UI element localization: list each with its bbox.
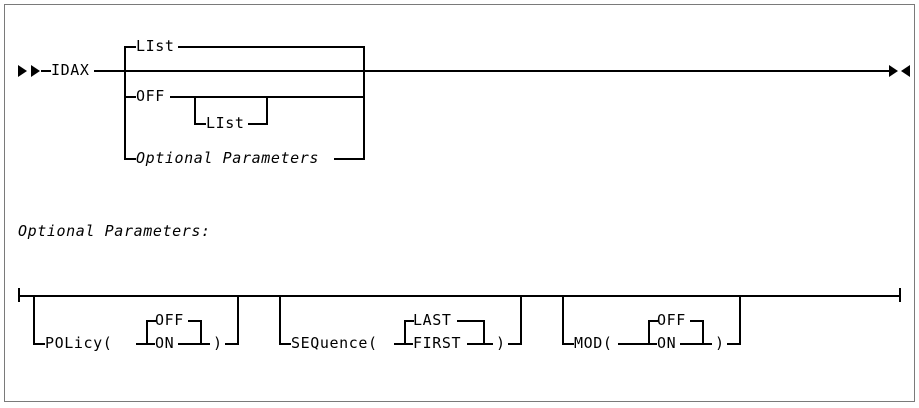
policy-inner-fork-left (146, 320, 148, 343)
fragment-main-line (18, 295, 901, 297)
mod-stub-right (727, 343, 741, 345)
mod-choice-on-label: ON (657, 334, 677, 352)
mod-fork-left-vertical (562, 295, 564, 343)
sequence-close-paren: ) (496, 334, 506, 352)
policy-inner-fork-right (200, 320, 202, 343)
command-keyword-idax: IDAX (51, 61, 90, 79)
mod-close-paren: ) (715, 334, 725, 352)
branch-label-sub-list: LIst (206, 114, 245, 132)
option-keyword-policy: POLicy( (45, 334, 113, 352)
left-fork-vertical (124, 46, 126, 158)
sublist-fork-left-vertical (194, 96, 196, 123)
mod-fork-right-vertical (739, 295, 741, 343)
branch-list-line-right (178, 46, 365, 48)
mod-inner-lead (618, 343, 640, 345)
sequence-inner-lead (394, 343, 406, 345)
sublist-stub-right (248, 123, 268, 125)
mod-choice-off-label: OFF (657, 311, 686, 329)
branch-off-stub-left (124, 96, 136, 98)
policy-choice-on-label: ON (155, 334, 175, 352)
sequence-inner-fork-right (483, 320, 485, 343)
mod-inner-fork-left (648, 320, 650, 343)
start-arrow-1-icon (18, 65, 27, 77)
fragment-heading: Optional Parameters: (18, 222, 211, 240)
branch-label-list-default: LIst (136, 37, 175, 55)
sequence-choice-last-stub-right (457, 320, 485, 322)
sequence-choice-first-line-right (467, 343, 493, 345)
branch-label-off: OFF (136, 87, 165, 105)
main-through-line (124, 70, 889, 72)
sublist-stub-left (194, 123, 206, 125)
policy-inner-lead (136, 343, 148, 345)
fragment-end-tick (899, 288, 901, 302)
policy-fork-right-vertical (237, 295, 239, 343)
post-keyword-line (94, 70, 124, 72)
policy-choice-off-label: OFF (155, 311, 184, 329)
page-border (4, 4, 915, 402)
sequence-choice-first-label: FIRST (413, 334, 462, 352)
end-arrow-right-icon (889, 65, 898, 77)
branch-optparams-stub-left (124, 158, 136, 160)
mod-inner-fork-right (702, 320, 704, 343)
mod-choice-off-stub-left (648, 320, 658, 322)
policy-choice-off-stub-left (146, 320, 156, 322)
branch-list-stub-left (124, 46, 136, 48)
sequence-fork-right-vertical (520, 295, 522, 343)
policy-fork-left-vertical (33, 295, 35, 343)
right-rejoin-vertical (363, 46, 365, 158)
branch-optparams-stub-right (334, 158, 365, 160)
policy-choice-off-stub-right (188, 320, 202, 322)
sequence-fork-left-vertical (279, 295, 281, 343)
option-keyword-sequence: SEQuence( (291, 334, 378, 352)
end-arrow-left-icon (901, 65, 910, 77)
policy-stub-left (33, 343, 45, 345)
start-arrow-2-icon (31, 65, 40, 77)
sequence-choice-first-line-left (404, 343, 413, 345)
mod-stub-left (562, 343, 574, 345)
policy-choice-on-line-right (178, 343, 210, 345)
mod-choice-off-stub-right (690, 320, 704, 322)
sequence-stub-left (279, 343, 291, 345)
option-keyword-mod: MOD( (574, 334, 613, 352)
policy-choice-on-line-left (146, 343, 155, 345)
policy-stub-right (225, 343, 239, 345)
sequence-choice-last-stub-left (404, 320, 414, 322)
mod-choice-on-line-right (680, 343, 712, 345)
policy-close-paren: ) (213, 334, 223, 352)
mod-choice-on-line-left (640, 343, 657, 345)
sublist-fork-right-vertical (266, 96, 268, 123)
sequence-choice-last-label: LAST (413, 311, 452, 329)
sequence-inner-fork-left (404, 320, 406, 343)
lead-in-line (41, 70, 51, 72)
sequence-stub-right (508, 343, 522, 345)
branch-label-optional-parameters: Optional Parameters (136, 149, 319, 167)
